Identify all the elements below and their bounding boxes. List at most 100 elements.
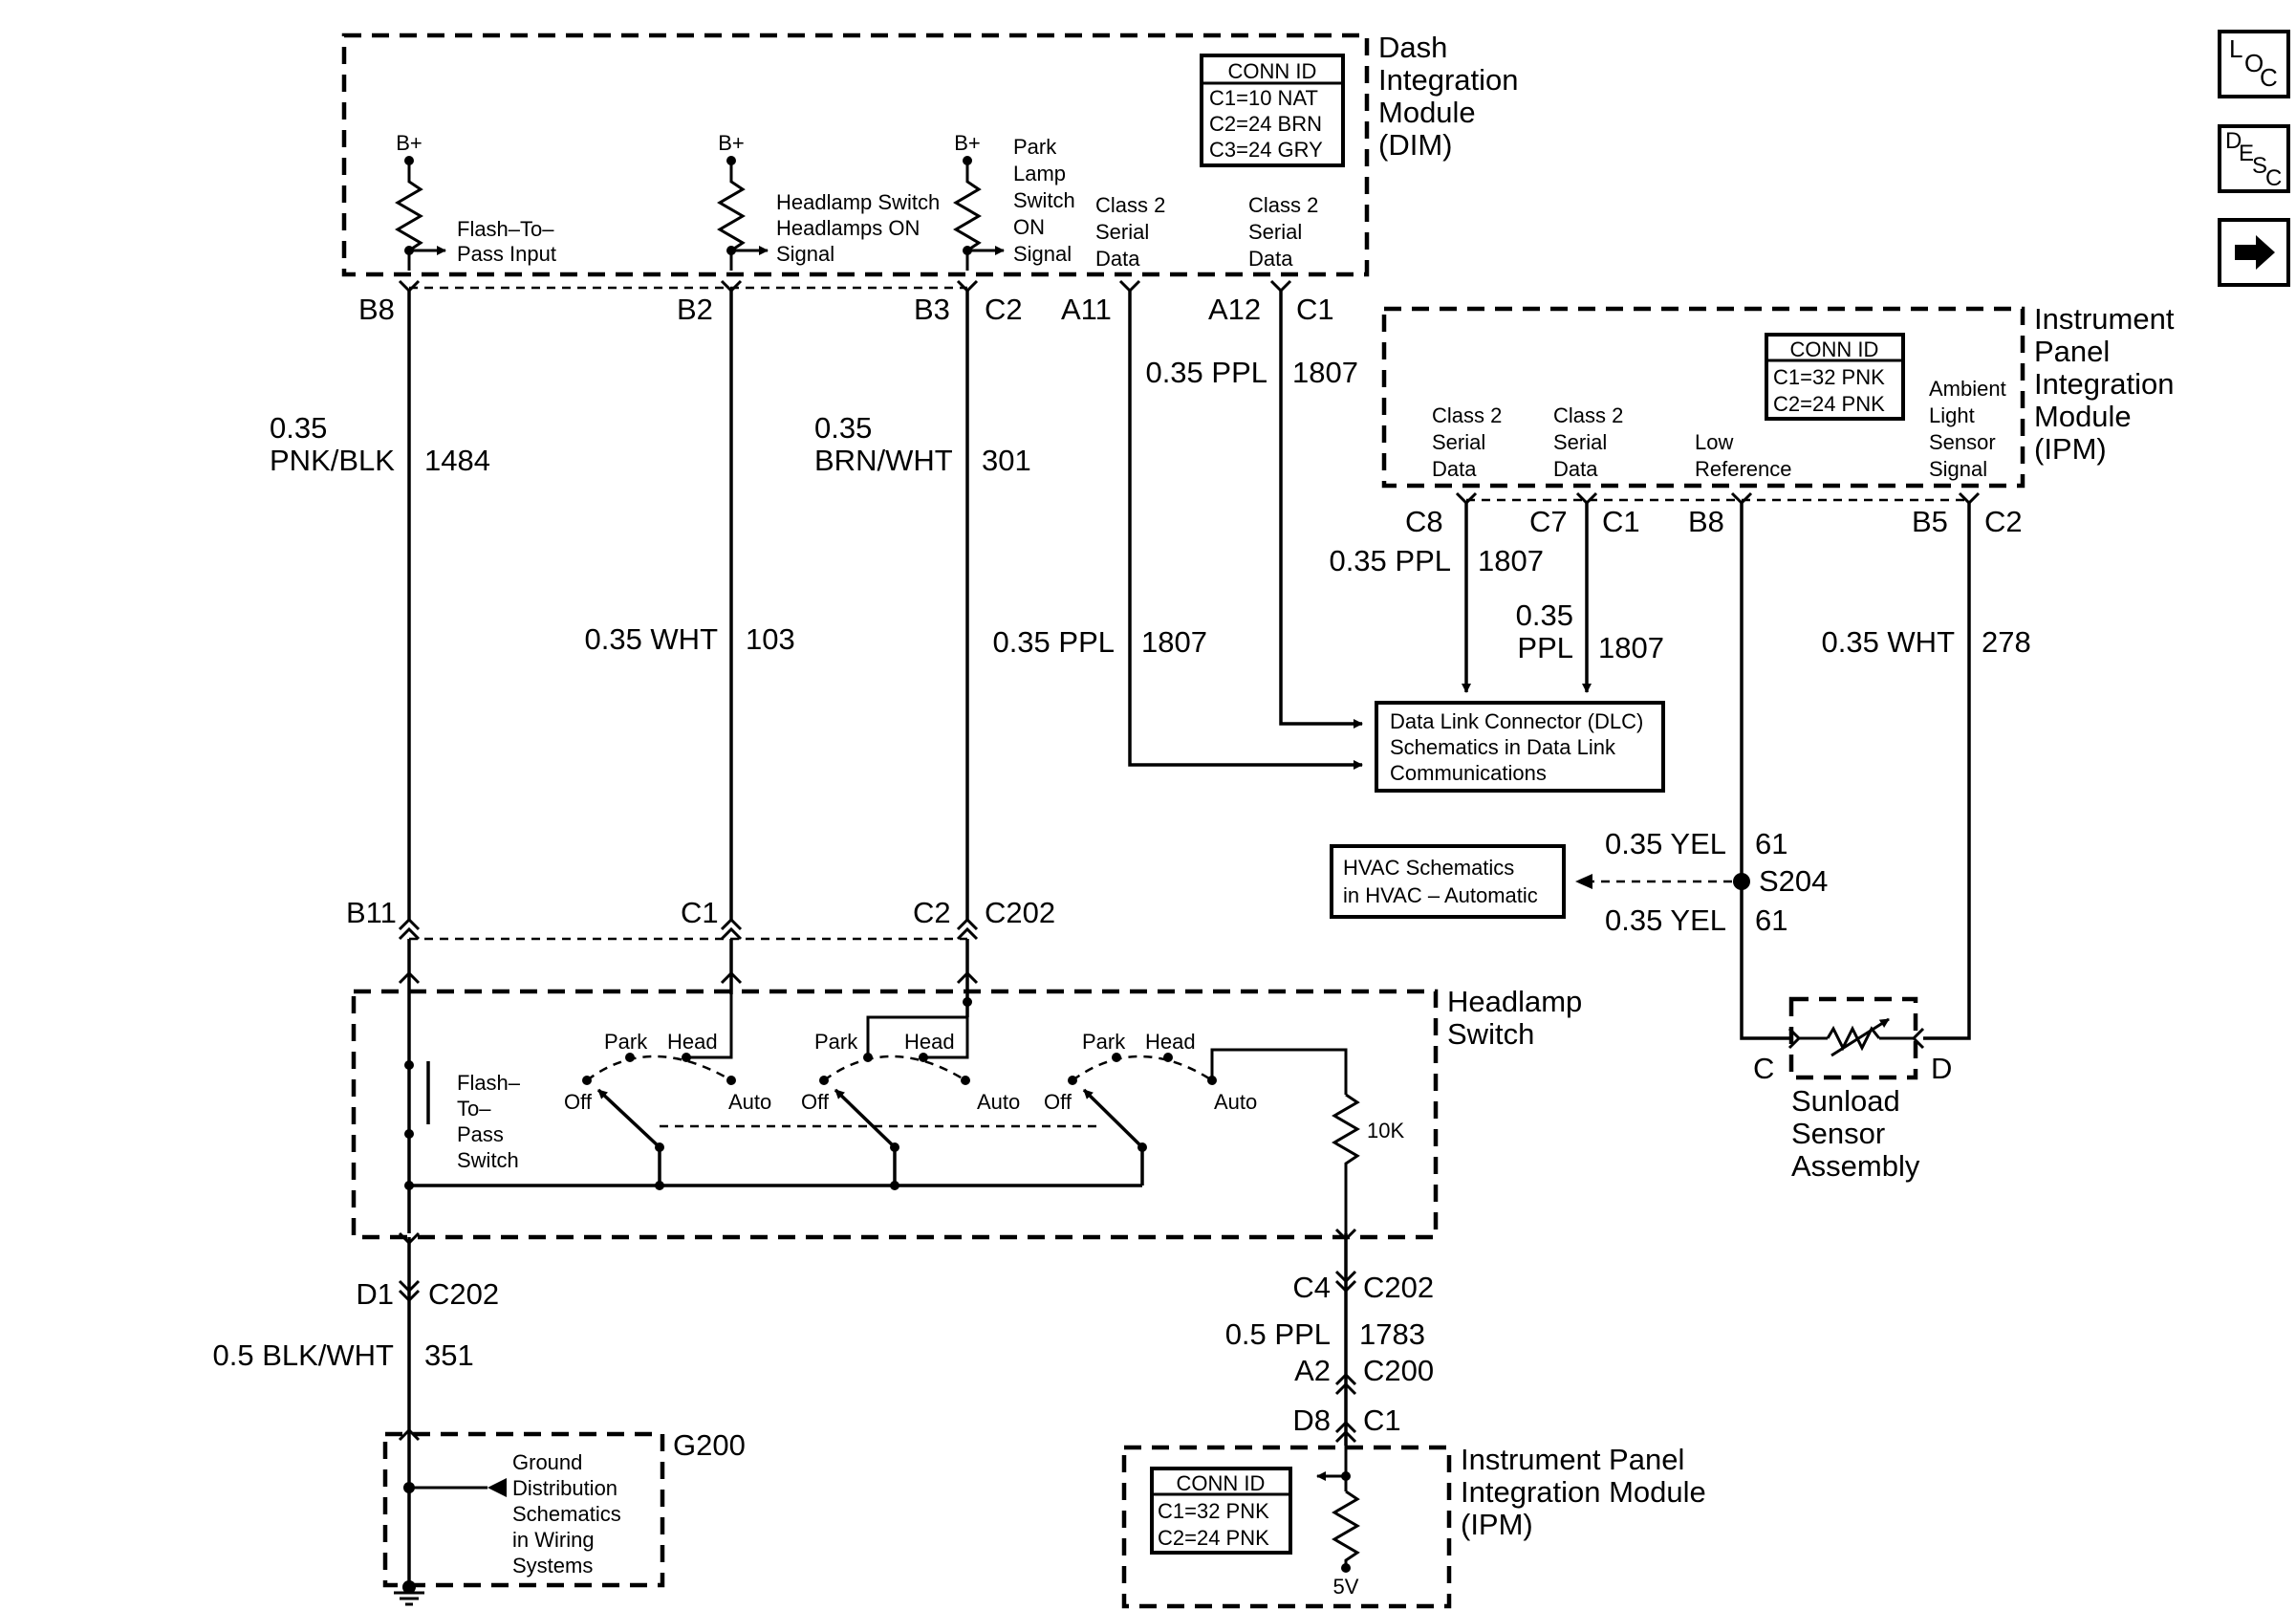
class2-label: Class 2 <box>1095 193 1165 217</box>
wire-label: 0.35 YEL <box>1605 827 1726 860</box>
park-signal-label: Signal <box>1013 242 1072 266</box>
wire-label: 0.35 PPL <box>992 625 1115 659</box>
park-signal-label: Lamp <box>1013 162 1066 185</box>
hvac-text: in HVAC – Automatic <box>1343 883 1538 907</box>
low-ref-label: Low <box>1695 430 1733 454</box>
loc-letter: O <box>2244 49 2264 77</box>
park-signal-label: ON <box>1013 215 1045 239</box>
dlc-text: Schematics in Data Link <box>1390 735 1616 759</box>
class2-label: Serial <box>1432 430 1485 454</box>
hvac-text: HVAC Schematics <box>1343 856 1514 880</box>
ground-text: in Wiring <box>512 1528 595 1552</box>
pin-label: C8 <box>1405 505 1443 538</box>
head-label: Head <box>667 1030 718 1054</box>
ground-text: Systems <box>512 1554 593 1577</box>
splice-label: S204 <box>1759 864 1828 898</box>
sunload-sensor <box>1787 996 1925 1080</box>
head-label: Head <box>904 1030 955 1054</box>
pin-label: D1 <box>356 1277 394 1311</box>
bplus-label: B+ <box>718 131 745 155</box>
wire-circuit: 1807 <box>1478 544 1544 577</box>
sunload-title: Sunload <box>1791 1084 1900 1118</box>
ground-text: Ground <box>512 1450 582 1474</box>
class2-label: Serial <box>1553 430 1607 454</box>
conn-id-line: C2=24 PNK <box>1773 392 1885 416</box>
wire-103: 0.35 WHT 103 <box>584 291 795 920</box>
dim-title-4: (DIM) <box>1378 128 1452 162</box>
dim-conn-id-line: C2=24 BRN <box>1209 112 1322 136</box>
connector-label: C202 <box>985 896 1055 929</box>
wire-circuit: 351 <box>424 1338 474 1372</box>
head-label: Head <box>1145 1030 1196 1054</box>
dlc-text: Communications <box>1390 761 1547 785</box>
auto-label: Auto <box>977 1090 1020 1114</box>
wire-61: 0.35 YEL 61 0.35 YEL 61 S204 <box>1605 503 1828 1040</box>
wire-1807-a12: 0.35 PPL 1807 <box>1145 291 1363 729</box>
flash-switch-label: Pass <box>457 1122 504 1146</box>
pin-label: C <box>1753 1052 1774 1085</box>
ipm-title: (IPM) <box>2034 432 2107 466</box>
ground-g200: Ground Distribution Schematics in Wiring… <box>382 1427 746 1606</box>
ipm-pin-marks <box>1455 491 1981 506</box>
dim-module: Dash Integration Module (DIM) CONN ID C1… <box>341 31 1519 277</box>
park-label: Park <box>1082 1030 1126 1054</box>
dim-pullup-b2: B+ <box>717 131 769 271</box>
ambient-label: Signal <box>1929 457 1987 481</box>
wire-circuit: 301 <box>982 444 1031 477</box>
rotary-section-3: Park Head Off Auto <box>1044 1030 1348 1186</box>
wire-301: 0.35 BRN/WHT 301 <box>814 291 1031 920</box>
wire-circuit: 1783 <box>1359 1317 1425 1351</box>
wire-circuit: 1807 <box>1141 625 1207 659</box>
dim-conn-id-line: C3=24 GRY <box>1209 138 1323 162</box>
wire-1807-c7: 0.35 PPL 1807 <box>1516 503 1664 693</box>
conn-id-header: CONN ID <box>1790 337 1879 361</box>
dim-pullup-b8: B+ <box>395 131 446 271</box>
desc-letter: E <box>2239 141 2254 166</box>
c202-to-switch-wires <box>398 939 979 994</box>
hvac-reference-box[interactable]: HVAC Schematics in HVAC – Automatic <box>1330 844 1566 919</box>
pin-label: A2 <box>1294 1354 1331 1387</box>
flash-input-label: Pass Input <box>457 242 556 266</box>
headlamp-signal-label: Headlamp Switch <box>776 190 940 214</box>
ipm-top-module: Instrument Panel Integration Module (IPM… <box>1381 302 2175 489</box>
pin-label: D8 <box>1292 1403 1331 1437</box>
ipm-title: Module <box>2034 400 2132 433</box>
desc-icon[interactable]: D E S C <box>2218 124 2290 193</box>
pin-label: A12 <box>1208 293 1261 326</box>
wire-278: 0.35 WHT 278 <box>1821 503 2031 1040</box>
ground-symbol-icon <box>394 1591 424 1606</box>
pin-label: A11 <box>1061 293 1112 326</box>
bplus-label: B+ <box>954 131 981 155</box>
splice-s204 <box>1733 873 1750 890</box>
pin-label: B2 <box>677 293 713 326</box>
wire-label: 0.35 WHT <box>1821 625 1955 659</box>
ground-arrow-icon <box>487 1478 507 1497</box>
pin-label: C1 <box>681 896 719 929</box>
wire-label: 0.35 PPL <box>1145 356 1267 389</box>
dlc-text: Data Link Connector (DLC) <box>1390 709 1643 733</box>
desc-letter: C <box>2265 165 2282 191</box>
rotary-section-1: Park Head Off Auto <box>564 994 771 1190</box>
headlamp-signal-label: Signal <box>776 242 834 266</box>
dlc-reference-box[interactable]: Data Link Connector (DLC) Schematics in … <box>1375 701 1665 793</box>
connector-label: C1 <box>1363 1403 1401 1437</box>
loc-icon[interactable]: L O C <box>2218 30 2290 98</box>
ipm-bottom-title: Integration Module <box>1461 1475 1706 1509</box>
dim-pullup-b3: B+ <box>953 131 1005 271</box>
ground-text: Distribution <box>512 1476 617 1500</box>
next-arrow-icon[interactable] <box>2218 218 2290 287</box>
pin-label: C2 <box>1984 505 2023 538</box>
hvac-arrow-icon <box>1575 874 1592 889</box>
off-label: Off <box>801 1090 830 1114</box>
ambient-label: Sensor <box>1929 430 1996 454</box>
headlamp-switch-title: Headlamp <box>1447 985 1582 1018</box>
wire-circuit: 103 <box>746 622 795 656</box>
ipm-top-conn-id-box: CONN ID C1=32 PNK C2=24 PNK <box>1765 333 1905 421</box>
class2-label: Class 2 <box>1432 403 1502 427</box>
dim-conn-id-box: CONN ID C1=10 NAT C2=24 BRN C3=24 GRY <box>1200 54 1345 167</box>
sunload-title: Sensor <box>1791 1117 1885 1150</box>
park-signal-label: Park <box>1013 135 1057 159</box>
wire-351: D1 C202 0.5 BLK/WHT 351 <box>213 1231 499 1434</box>
flash-switch-label: To– <box>457 1097 491 1120</box>
class2-label: Data <box>1553 457 1598 481</box>
